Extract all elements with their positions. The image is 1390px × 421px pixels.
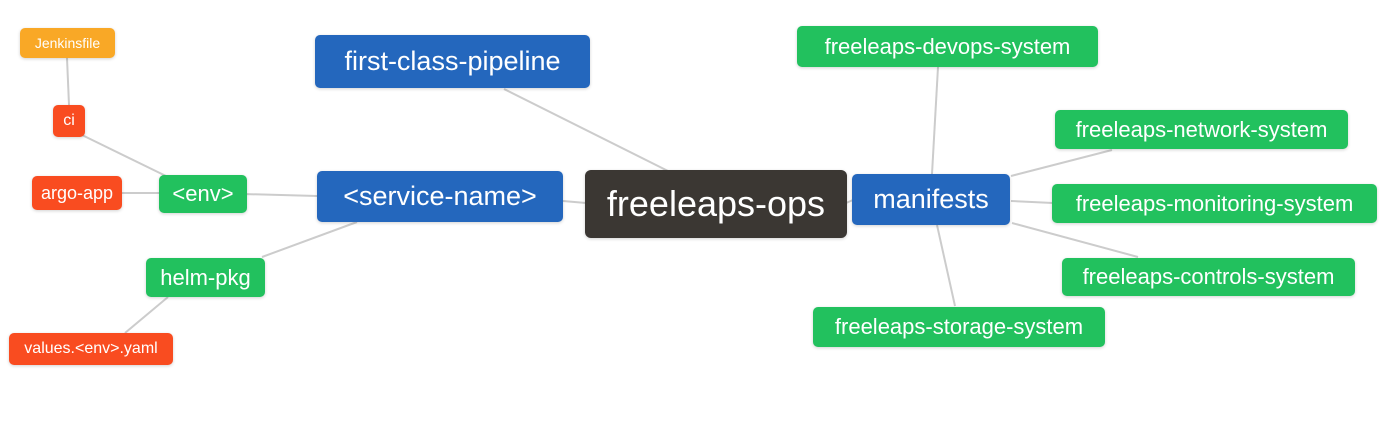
edge-manifests-monitoring: [1010, 200, 1054, 204]
node-argo-app[interactable]: argo-app: [32, 176, 122, 210]
node-ci[interactable]: ci: [53, 105, 85, 137]
node-env[interactable]: <env>: [159, 175, 247, 213]
edge-env-service-name: [242, 193, 318, 197]
edge-manifests-network: [1010, 149, 1113, 177]
edge-pipeline-ops: [503, 88, 669, 172]
node-jenkinsfile[interactable]: Jenkinsfile: [20, 28, 115, 58]
edge-service-name-ops: [562, 200, 587, 204]
node-freeleaps-devops-system[interactable]: freeleaps-devops-system: [797, 26, 1098, 67]
node-freeleaps-storage-system[interactable]: freeleaps-storage-system: [813, 307, 1105, 347]
edge-helm-pkg-service-name: [261, 221, 358, 258]
edge-manifests-controls: [1011, 222, 1139, 258]
node-freeleaps-network-system[interactable]: freeleaps-network-system: [1055, 110, 1348, 149]
node-freeleaps-monitoring-system[interactable]: freeleaps-monitoring-system: [1052, 184, 1377, 223]
edge-jenkinsfile-ci: [66, 57, 70, 106]
edge-manifests-devops: [931, 66, 939, 175]
node-freeleaps-ops[interactable]: freeleaps-ops: [585, 170, 847, 238]
edge-manifests-storage: [936, 224, 956, 307]
edge-values-helm-pkg: [124, 296, 169, 334]
edge-ops-manifests: [845, 199, 854, 204]
node-service-name[interactable]: <service-name>: [317, 171, 563, 222]
node-values-env-yaml[interactable]: values.<env>.yaml: [9, 333, 173, 365]
node-freeleaps-controls-system[interactable]: freeleaps-controls-system: [1062, 258, 1355, 296]
edge-ci-env: [81, 134, 169, 178]
node-manifests[interactable]: manifests: [852, 174, 1010, 225]
node-helm-pkg[interactable]: helm-pkg: [146, 258, 265, 297]
node-first-class-pipeline[interactable]: first-class-pipeline: [315, 35, 590, 88]
